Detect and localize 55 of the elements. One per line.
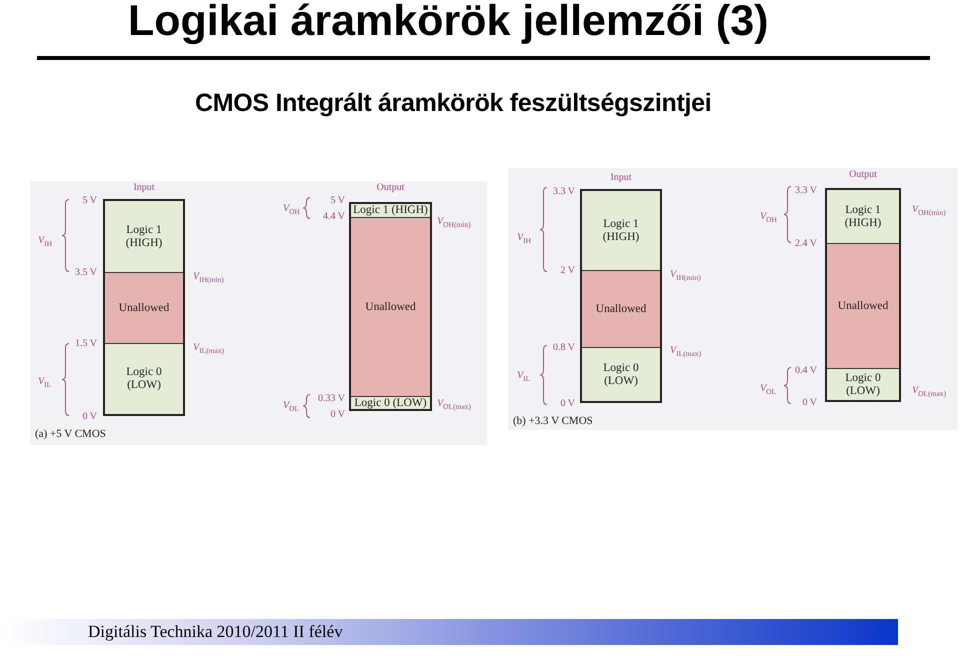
voltage-value: 2.4 V	[794, 236, 817, 250]
figure-panel	[30, 181, 487, 445]
voltage-range-symbol: V$_{OH}$	[760, 210, 777, 226]
voltage-value: 4.4 V	[322, 210, 345, 222]
voltage-range-symbol: V$_{IL}$	[517, 368, 530, 384]
voltage-range-symbol: V$_{OL}$	[283, 398, 300, 414]
threshold-symbol: V$_{OL(max)}$	[437, 396, 472, 412]
figure-panel	[508, 168, 958, 430]
voltage-value: 0.33 V	[318, 392, 345, 404]
logic-high-band: Logic 1 (HIGH)	[827, 190, 899, 243]
voltage-value: 1.5 V	[74, 336, 97, 350]
threshold-symbol: V$_{OH(min)}$	[437, 214, 471, 230]
figure-caption: (b) +3.3 V CMOS	[513, 414, 593, 428]
logic-high-band: Logic 1 (HIGH)	[351, 204, 430, 217]
logic-low-band: Logic 0 (LOW)	[105, 343, 183, 414]
logic-low-band: Logic 0 (LOW)	[351, 396, 430, 409]
voltage-value: 2 V	[560, 264, 575, 276]
threshold-symbol: V$_{IH(min)}$	[670, 268, 701, 284]
column-heading: Input	[610, 171, 632, 184]
logic-low-band: Logic 0 (LOW)	[582, 347, 660, 401]
threshold-symbol: V$_{IL(max)}$	[670, 344, 702, 360]
figure-caption: (a) +5 V CMOS	[35, 427, 106, 441]
voltage-value: 3.3 V	[794, 184, 817, 196]
column-heading: Output	[849, 168, 877, 181]
voltage-value: 3.5 V	[74, 266, 97, 278]
unallowed-band: Unallowed	[105, 272, 183, 343]
unallowed-band: Unallowed	[827, 243, 899, 368]
column-heading: Output	[376, 181, 404, 194]
voltage-range-symbol: V$_{IH}$	[38, 234, 52, 250]
voltage-value: 3.3 V	[552, 184, 575, 198]
slide-title: Logikai áramkörök jellemzői (3)	[128, 0, 768, 45]
logic-high-band: Logic 1 (HIGH)	[105, 201, 183, 272]
voltage-range-symbol: V$_{IL}$	[38, 374, 52, 390]
threshold-symbol: V$_{IL(max)}$	[193, 340, 224, 356]
threshold-symbol: V$_{OL(max)}$	[912, 384, 946, 400]
voltage-range-symbol: V$_{IH}$	[517, 230, 532, 246]
voltage-range-symbol: V$_{OH}$	[283, 202, 300, 218]
logic-low-band: Logic 0 (LOW)	[827, 368, 899, 400]
threshold-symbol: V$_{OH(min)}$	[912, 202, 946, 218]
voltage-value: 0.8 V	[552, 340, 575, 354]
footer-text: Digitális Technika 2010/2011 II félév	[88, 622, 343, 642]
voltage-value: 0 V	[82, 410, 97, 422]
logic-high-band: Logic 1 (HIGH)	[582, 191, 660, 270]
unallowed-band: Unallowed	[351, 217, 430, 396]
voltage-value: 0 V	[330, 408, 345, 420]
voltage-value: 0 V	[560, 396, 575, 410]
column-heading: Input	[133, 181, 155, 194]
threshold-symbol: V$_{IH(min)}$	[193, 270, 224, 286]
subtitle: CMOS Integrált áramkörök feszültségszintjei	[195, 88, 712, 118]
voltage-value: 0.4 V	[794, 364, 817, 376]
voltage-value: 5 V	[330, 194, 345, 206]
voltage-value: 0 V	[802, 396, 817, 408]
voltage-range-symbol: V$_{OL}$	[760, 382, 776, 398]
unallowed-band: Unallowed	[582, 270, 660, 347]
voltage-value: 5 V	[82, 194, 97, 206]
